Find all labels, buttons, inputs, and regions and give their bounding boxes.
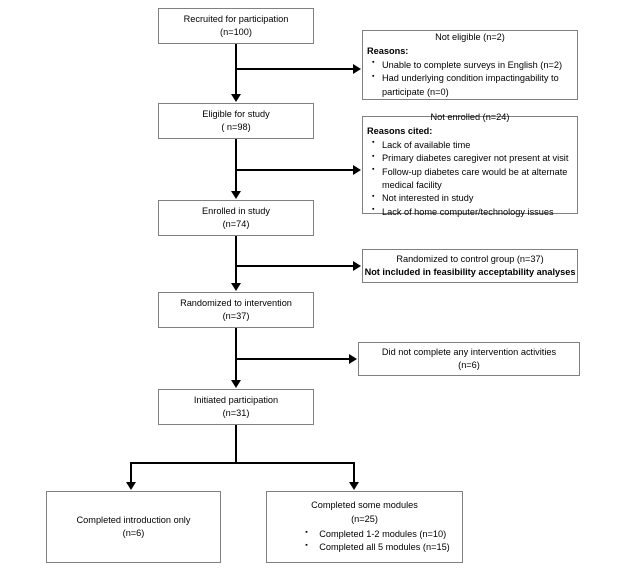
connector-enrolled-to-intervention xyxy=(235,236,237,284)
connector-eligible-to-enrolled xyxy=(235,139,237,192)
node-some-modules-bullets: Completed 1-2 modules (n=10) Completed a… xyxy=(279,527,449,555)
connector-split-left-drop xyxy=(130,462,132,483)
node-not-enrolled-reasons-label: Reasons cited: xyxy=(367,126,433,137)
node-eligible-line1: Eligible for study xyxy=(202,108,270,119)
node-not-eligible-bullets: Unable to complete surveys in English (n… xyxy=(363,58,577,99)
list-item: Follow-up diabetes care would be at alte… xyxy=(372,165,573,193)
node-intro-only: Completed introduction only (n=6) xyxy=(46,491,221,563)
node-some-modules-line2: (n=25) xyxy=(351,513,378,524)
node-control-group: Randomized to control group (n=37) Not i… xyxy=(362,249,578,283)
node-initiated-line1: Initiated participation xyxy=(193,394,279,405)
node-randomized-intervention-line1: Randomized to intervention xyxy=(180,297,292,308)
node-not-enrolled: Not enrolled (n=24) Reasons cited: Lack … xyxy=(362,112,578,217)
arrowhead-not-enrolled xyxy=(353,165,361,175)
arrowhead-control-group xyxy=(353,261,361,271)
connector-to-not-eligible xyxy=(235,68,354,70)
arrowhead-randomized-intervention xyxy=(231,283,241,291)
node-randomized-intervention: Randomized to intervention (n=37) xyxy=(158,292,314,328)
node-some-modules: Completed some modules (n=25) Completed … xyxy=(266,491,463,563)
node-not-enrolled-title: Not enrolled (n=24) xyxy=(430,112,510,123)
list-item: Not interested in study xyxy=(372,192,573,205)
node-did-not-complete-line1: Did not complete any intervention activi… xyxy=(381,346,557,357)
connector-to-did-not-complete xyxy=(235,358,350,360)
node-eligible: Eligible for study ( n=98) xyxy=(158,103,314,139)
node-not-eligible-reasons-label: Reasons: xyxy=(367,46,409,57)
connector-to-control-group xyxy=(235,265,354,267)
connector-intervention-to-initiated xyxy=(235,328,237,381)
node-not-enrolled-bullets: Lack of available time Primary diabetes … xyxy=(363,138,577,219)
node-initiated: Initiated participation (n=31) xyxy=(158,389,314,425)
connector-split-right-drop xyxy=(353,462,355,483)
node-did-not-complete-line2: (n=6) xyxy=(458,360,480,370)
node-enrolled-line2: (n=74) xyxy=(222,219,250,229)
arrowhead-not-eligible xyxy=(353,64,361,74)
connector-to-not-enrolled xyxy=(235,169,354,171)
connector-initiated-down xyxy=(235,425,237,463)
connector-split-horizontal xyxy=(130,462,354,464)
node-some-modules-line1: Completed some modules xyxy=(311,500,418,511)
arrowhead-enrolled xyxy=(231,191,241,199)
arrowhead-did-not-complete xyxy=(349,354,357,364)
node-control-group-line1: Randomized to control group (n=37) xyxy=(396,253,544,264)
arrowhead-some-modules xyxy=(349,482,359,490)
node-intro-only-line1: Completed introduction only xyxy=(76,514,191,525)
node-initiated-line2: (n=31) xyxy=(222,408,250,418)
list-item: Completed 1-2 modules (n=10) xyxy=(305,527,449,541)
node-randomized-intervention-line2: (n=37) xyxy=(222,311,250,321)
node-enrolled-line1: Enrolled in study xyxy=(202,205,270,216)
list-item: Had underlying condition impactingabilit… xyxy=(372,72,573,99)
node-not-eligible: Not eligible (n=2) Reasons: Unable to co… xyxy=(362,30,578,100)
arrowhead-intro-only xyxy=(126,482,136,490)
list-item: Lack of available time xyxy=(372,138,573,152)
node-control-group-line2: Not included in feasibility acceptabilit… xyxy=(364,267,576,277)
node-recruited: Recruited for participation (n=100) xyxy=(158,8,314,44)
list-item: Primary diabetes caregiver not present a… xyxy=(372,152,573,165)
node-eligible-line2: ( n=98) xyxy=(221,122,251,132)
list-item: Lack of home computer/technology issues xyxy=(372,205,573,219)
node-did-not-complete: Did not complete any intervention activi… xyxy=(358,342,580,376)
arrowhead-initiated xyxy=(231,380,241,388)
list-item: Completed all 5 modules (n=15) xyxy=(305,541,449,554)
node-recruited-line1: Recruited for participation xyxy=(183,13,289,24)
node-enrolled: Enrolled in study (n=74) xyxy=(158,200,314,236)
arrowhead-eligible xyxy=(231,94,241,102)
node-recruited-line2: (n=100) xyxy=(220,27,252,37)
list-item: Unable to complete surveys in English (n… xyxy=(372,58,573,72)
node-not-eligible-title: Not eligible (n=2) xyxy=(435,32,505,43)
node-intro-only-line2: (n=6) xyxy=(122,528,145,538)
